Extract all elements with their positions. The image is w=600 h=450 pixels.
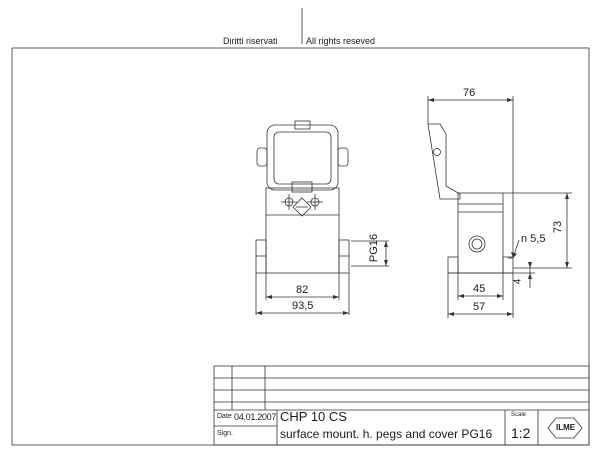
front-cover — [266, 124, 339, 191]
side-cover — [427, 123, 461, 200]
dimension-arrows — [256, 98, 569, 316]
date-value: 04.01.2007 — [234, 412, 277, 422]
dim-label-73: 73 — [552, 220, 565, 234]
side-housing — [457, 192, 504, 274]
sign-label: Sign. — [217, 430, 233, 437]
scale-value: 1:2 — [511, 425, 531, 441]
dim-label-82: 82 — [296, 284, 309, 296]
title-block — [213, 365, 590, 446]
logo-badge — [547, 417, 583, 439]
dim-label-hole: n 5,5 — [521, 233, 546, 245]
front-cover-latch-right — [337, 147, 349, 167]
product-code: CHP 10 CS — [280, 409, 347, 424]
dim-label-93-5: 93,5 — [292, 300, 314, 312]
drawing-frame — [11, 47, 590, 446]
front-flange-right — [338, 239, 350, 274]
side-flange-left — [447, 256, 459, 274]
dim-label-45: 45 — [473, 283, 486, 295]
dim-label-57: 57 — [473, 301, 486, 313]
dim-label-pg16: PG16 — [368, 233, 381, 263]
logo-text: ILME — [556, 423, 576, 432]
front-logo-diamond — [292, 197, 312, 217]
date-label: Date — [217, 413, 232, 420]
product-description: surface mount. h. pegs and cover PG16 — [280, 427, 493, 441]
side-flange-right — [502, 256, 514, 274]
dim-label-76: 76 — [463, 87, 476, 99]
side-view — [427, 96, 572, 318]
front-cover-latch-left — [256, 147, 268, 167]
rights-italian: Diritti riservati — [223, 36, 278, 46]
rights-english: All rights reseved — [306, 36, 376, 46]
front-housing — [265, 187, 340, 274]
dim-label-4: 4 — [512, 278, 524, 285]
front-view — [255, 120, 389, 315]
side-cable-entry — [468, 235, 486, 253]
front-flange-left — [255, 239, 267, 274]
scale-label: Scale — [511, 412, 527, 418]
